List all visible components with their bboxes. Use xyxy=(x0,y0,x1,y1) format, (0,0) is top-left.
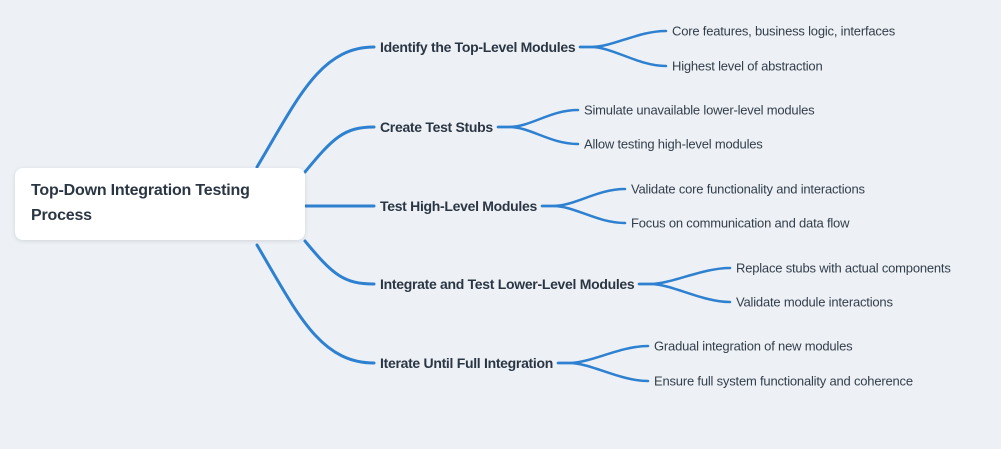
branch-node-iterate-until-full-integration[interactable]: Iterate Until Full Integration xyxy=(380,355,554,371)
root-branch-connector xyxy=(255,45,376,169)
branch-node-test-high-level-modules[interactable]: Test High-Level Modules xyxy=(380,198,537,214)
branch-leaf-connector xyxy=(540,187,627,208)
leaf-node[interactable]: Gradual integration of new modules xyxy=(654,338,853,354)
leaf-node[interactable]: Allow testing high-level modules xyxy=(584,136,763,152)
branch-node-create-test-stubs[interactable]: Create Test Stubs xyxy=(380,119,493,135)
branch-leaf-connector xyxy=(578,29,668,49)
branch-leaf-connector xyxy=(556,344,650,365)
branch-leaf-connector xyxy=(496,108,580,129)
root-node[interactable]: Top-Down Integration Testing Process xyxy=(15,168,305,240)
leaf-node[interactable]: Core features, business logic, interface… xyxy=(672,23,896,39)
branch-node-identify-top-level-modules[interactable]: Identify the Top-Level Modules xyxy=(380,39,576,55)
branch-leaf-connector xyxy=(578,45,668,68)
leaf-node[interactable]: Replace stubs with actual components xyxy=(736,260,951,276)
leaf-node[interactable]: Validate core functionality and interact… xyxy=(631,181,865,197)
branch-leaf-connector xyxy=(556,361,650,383)
branch-leaf-connector xyxy=(637,282,732,304)
branch-leaf-connector xyxy=(637,266,732,286)
leaf-node[interactable]: Highest level of abstraction xyxy=(672,58,823,74)
root-label: Top-Down Integration Testing Process xyxy=(31,182,250,224)
root-branch-connector xyxy=(303,239,376,286)
branch-leaf-connector xyxy=(540,204,627,225)
root-branch-connector xyxy=(303,125,376,174)
root-branch-connector xyxy=(255,243,376,365)
leaf-node[interactable]: Simulate unavailable lower-level modules xyxy=(584,102,815,118)
leaf-node[interactable]: Validate module interactions xyxy=(736,294,893,310)
leaf-node[interactable]: Ensure full system functionality and coh… xyxy=(654,373,913,389)
branch-leaf-connector xyxy=(496,125,580,146)
leaf-node[interactable]: Focus on communication and data flow xyxy=(631,215,850,231)
branch-node-integrate-and-test-lower-level-modules[interactable]: Integrate and Test Lower-Level Modules xyxy=(380,276,635,292)
